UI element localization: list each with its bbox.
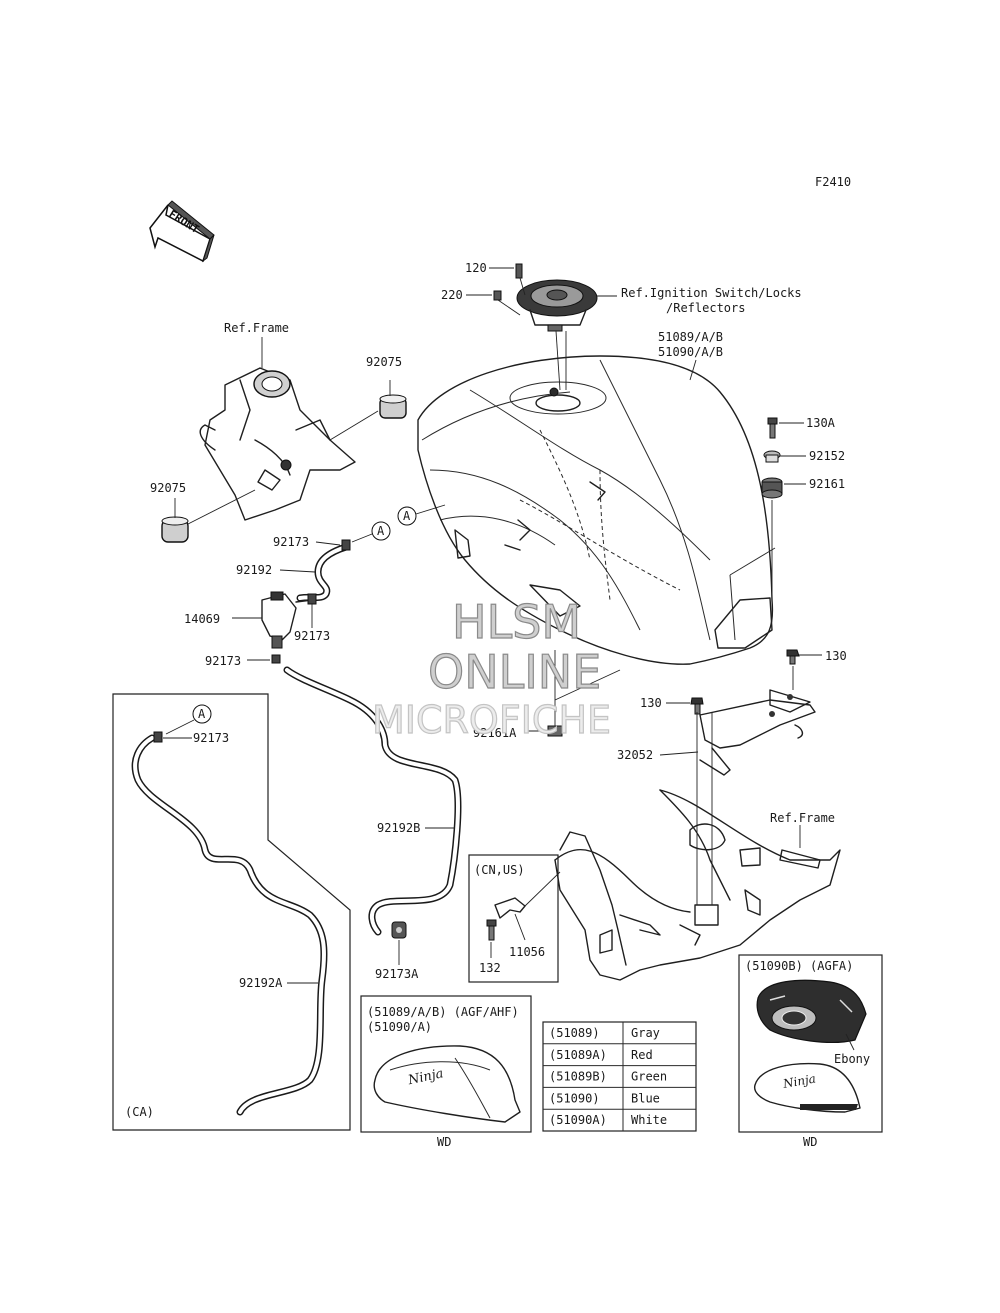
callout-11056: 11056 (509, 945, 545, 959)
callout-14069: 14069 (184, 612, 220, 626)
callout-92173-c: 92173 (205, 654, 241, 668)
ca-variant-box: (CA) A 92173 92192A (112, 693, 351, 1131)
callout-120: 120 (465, 261, 487, 275)
watermark: HLSM ONLINE MICROFICHE (371, 594, 611, 742)
damper-92075-left (161, 489, 256, 543)
callout-92173-a: 92173 (273, 535, 309, 549)
callout-ref-frame-top: Ref.Frame (224, 321, 289, 335)
callout-92192B: 92192B (377, 821, 420, 835)
filler-cap (516, 279, 598, 391)
color-table-code: (51089) (549, 1026, 600, 1040)
agfa-tank-top-illustration (756, 979, 867, 1043)
callout-92173A: 92173A (375, 967, 419, 981)
color-table-color: Red (631, 1048, 653, 1062)
watermark-line-1: HLSM (452, 595, 581, 649)
clamp-92173-b (307, 593, 317, 628)
ca-box-label: (CA) (125, 1105, 154, 1119)
damper-92075-top (329, 380, 407, 441)
bolt-130-b (666, 697, 704, 715)
color-table-frame (542, 1021, 697, 1132)
clamp-92173A (391, 921, 407, 965)
fuel-tank (417, 355, 776, 665)
color-table: (51089) Gray (51089A) Red (51089B) Green (5109… (542, 1021, 697, 1132)
cnus-box-label: (CN,US) (474, 863, 525, 877)
cnus-variant-box: (CN,US) 132 11056 (468, 854, 561, 983)
callout-220: 220 (441, 288, 463, 302)
grommet-92161 (761, 477, 806, 598)
callout-92192: 92192 (236, 563, 272, 577)
svg-text:A: A (403, 509, 411, 523)
callout-92075-left: 92075 (150, 481, 186, 495)
svg-text:A: A (377, 524, 385, 538)
ca-hose-92192A (131, 734, 328, 1116)
callout-130A: 130A (806, 416, 836, 430)
circle-marker-a2: A (397, 506, 417, 526)
agfa-variant-box: (51090B) (AGFA) Ebony Ninja WD (738, 954, 883, 1149)
callout-130-b: 130 (640, 696, 662, 710)
svg-text:A: A (198, 707, 206, 721)
callout-132: 132 (479, 961, 501, 975)
color-table-code: (51089B) (549, 1070, 607, 1084)
callout-92075-top: 92075 (366, 355, 402, 369)
agf-box-footer: WD (437, 1135, 451, 1149)
agfa-box-footer: WD (803, 1135, 817, 1149)
agf-tank-illustration: Ninja (373, 1045, 521, 1123)
callout-32052: 32052 (617, 748, 653, 762)
clamp-92173-a (315, 539, 351, 551)
callout-92161: 92161 (809, 477, 845, 491)
color-table-color: White (631, 1113, 667, 1127)
screw-220 (466, 290, 521, 316)
color-table-code: (51089A) (549, 1048, 607, 1062)
screw-120 (489, 263, 526, 296)
circle-marker-a1: A (371, 521, 391, 541)
ca-circle-marker-a: A (192, 704, 212, 724)
ca-callout-92173: 92173 (193, 731, 229, 745)
callout-ref-ignition-1: Ref.Ignition Switch/Locks (621, 286, 802, 300)
bolt-130 (786, 649, 822, 690)
agf-variant-box: (51089/A/B) (AGF/AHF) (51090/A) Ninja WD (360, 995, 532, 1149)
ca-callout-92192A: 92192A (239, 976, 283, 990)
watermark-line-2: ONLINE (428, 645, 601, 699)
callout-92161A: 92161A (473, 726, 517, 740)
color-table-color: Green (631, 1070, 667, 1084)
hose-92192 (296, 543, 350, 602)
grommet-92161A (525, 650, 621, 737)
collar-92152 (763, 450, 806, 463)
callout-92173-b: 92173 (294, 629, 330, 643)
callout-130: 130 (825, 649, 847, 663)
callout-ref-frame-bottom: Ref.Frame (770, 811, 835, 825)
front-direction-arrow: FRONT (149, 200, 215, 263)
callout-tank-2: 51090/A/B (658, 345, 723, 359)
color-table-color: Blue (631, 1091, 660, 1105)
color-table-code: (51090) (549, 1091, 600, 1105)
agfa-color-label: Ebony (834, 1052, 870, 1066)
color-table-color: Gray (631, 1026, 660, 1040)
agfa-box-line1: (51090B) (AGFA) (745, 959, 853, 973)
diagram-code: F2410 (815, 175, 851, 189)
callout-92152: 92152 (809, 449, 845, 463)
ca-clamp (153, 731, 163, 743)
agf-tank-logo: Ninja (406, 1066, 445, 1088)
agf-box-line1: (51089/A/B) (AGF/AHF) (367, 1005, 519, 1019)
clamp-92173-c (247, 654, 281, 664)
callout-tank-1: 51089/A/B (658, 330, 723, 344)
bolt-130A (767, 417, 804, 439)
watermark-line-3: MICROFICHE (372, 698, 611, 742)
agf-box-line2: (51090/A) (367, 1020, 432, 1034)
agfa-tank-logo: Ninja (781, 1071, 817, 1091)
color-table-code: (51090A) (549, 1113, 607, 1127)
agfa-tank-side-illustration: Ninja (753, 1062, 861, 1113)
rear-frame (554, 712, 841, 981)
hose-92192B (283, 666, 462, 936)
callout-ref-ignition-2: /Reflectors (666, 301, 745, 315)
bracket-32052 (659, 689, 816, 776)
front-frame-bracket (199, 367, 356, 521)
